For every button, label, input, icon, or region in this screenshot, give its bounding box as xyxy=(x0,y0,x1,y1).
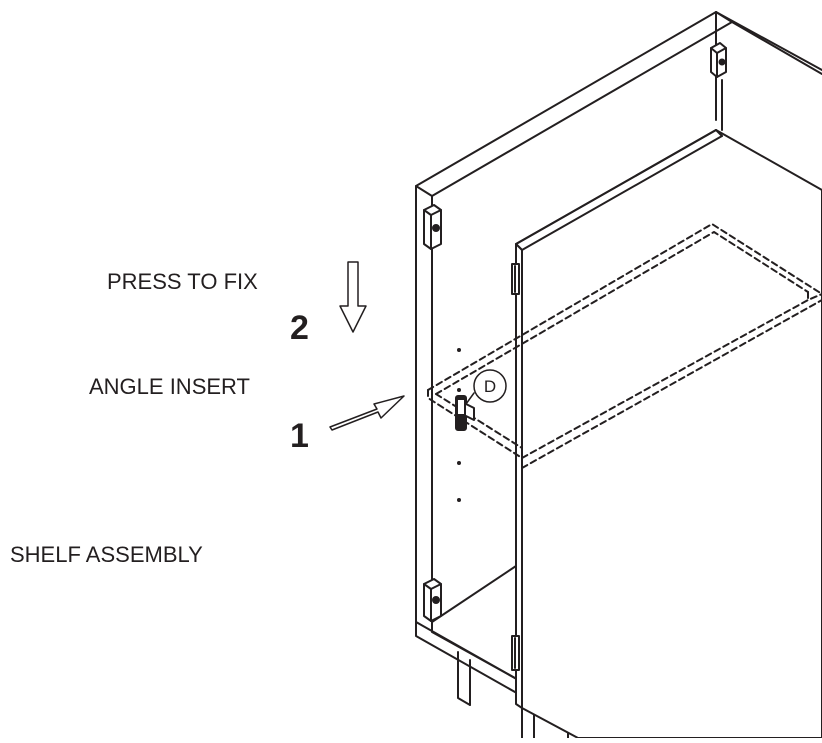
angle-insert-label: ANGLE INSERT xyxy=(89,374,250,399)
shelf-pin-holes xyxy=(457,348,461,502)
left-bottom-bracket xyxy=(423,578,442,622)
down-arrow-icon xyxy=(339,261,367,333)
part-d-callout-icon: D xyxy=(465,369,507,405)
step-1-number: 1 xyxy=(290,417,309,455)
cabinet-left-side-panel xyxy=(415,185,433,633)
back-top-bracket xyxy=(710,42,727,78)
left-top-bracket xyxy=(423,204,442,250)
shelf-dashed-outline xyxy=(427,223,822,469)
shelf-assembly-title: SHELF ASSEMBLY xyxy=(10,542,203,567)
part-d-letter: D xyxy=(484,377,496,396)
press-to-fix-label: PRESS TO FIX xyxy=(107,269,258,294)
right-panel-brackets xyxy=(511,263,520,671)
insert-arrow-icon xyxy=(329,395,405,431)
cabinet-right-side-panel xyxy=(515,129,822,739)
shelf-bracket-icon xyxy=(455,395,475,431)
cabinet-back-frame xyxy=(415,11,822,197)
step-2-number: 2 xyxy=(290,309,309,347)
